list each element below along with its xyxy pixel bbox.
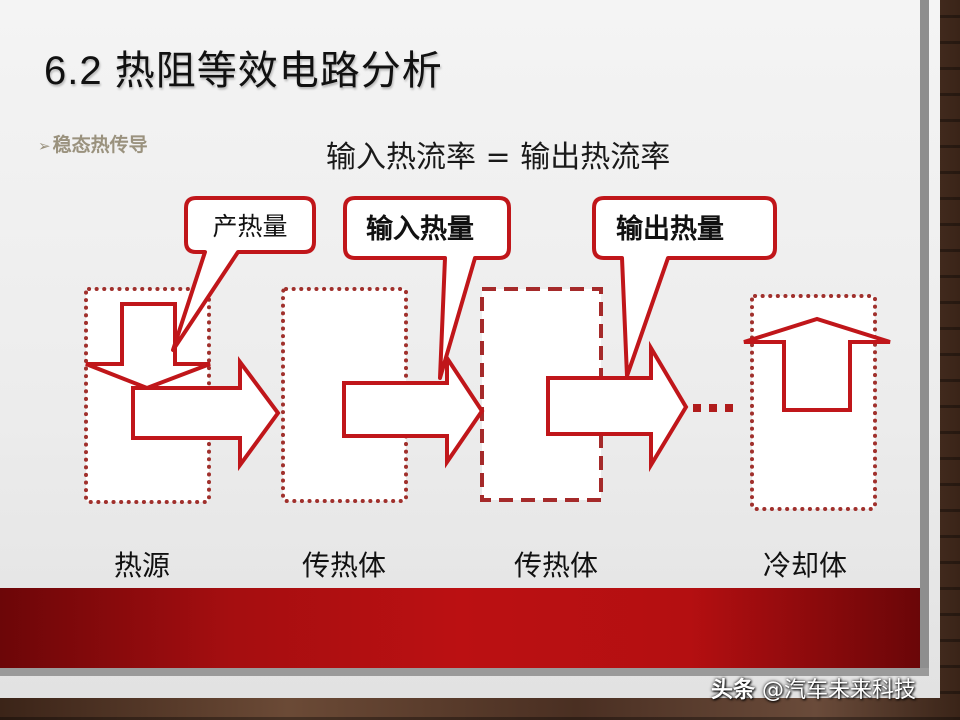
watermark-handle: @汽车未来科技 — [762, 678, 917, 703]
right-arrow-icon-3 — [546, 340, 689, 473]
up-arrow-icon — [743, 316, 891, 412]
bullet-arrow-icon: ➢ — [38, 137, 51, 155]
label-heat-source: 热源 — [114, 549, 171, 582]
callout-input-heat: 输入热量 — [343, 196, 511, 380]
callout-text-3: 输出热量 — [616, 213, 724, 245]
heat-balance-equation: 输入热流率 = 输出热流率 — [326, 140, 671, 175]
callout-text-1: 产热量 — [212, 212, 287, 241]
label-conductor-1: 传热体 — [302, 549, 387, 582]
bullet-point: ➢稳态热传导 — [38, 130, 148, 157]
slide-title: 6.2 热阻等效电路分析 — [44, 49, 443, 93]
down-arrow-icon — [85, 302, 211, 391]
red-footer-band — [0, 588, 920, 668]
callout-text-2: 输入热量 — [366, 213, 474, 245]
slide-side-bar — [920, 0, 929, 676]
label-conductor-2: 传热体 — [514, 549, 599, 582]
right-arrow-icon-1 — [131, 355, 281, 472]
bullet-text: 稳态热传导 — [52, 134, 148, 156]
right-arrow-icon-2 — [342, 351, 485, 469]
watermark-platform: 头条 — [711, 678, 756, 703]
callout-heat-generation: 产热量 — [171, 196, 316, 352]
watermark: 头条 @汽车未来科技 — [711, 672, 916, 704]
continuation-dots-icon — [693, 404, 733, 412]
gray-footer-strip — [0, 668, 929, 676]
callout-output-heat: 输出热量 — [592, 196, 777, 378]
label-heat-sink: 冷却体 — [763, 549, 848, 582]
